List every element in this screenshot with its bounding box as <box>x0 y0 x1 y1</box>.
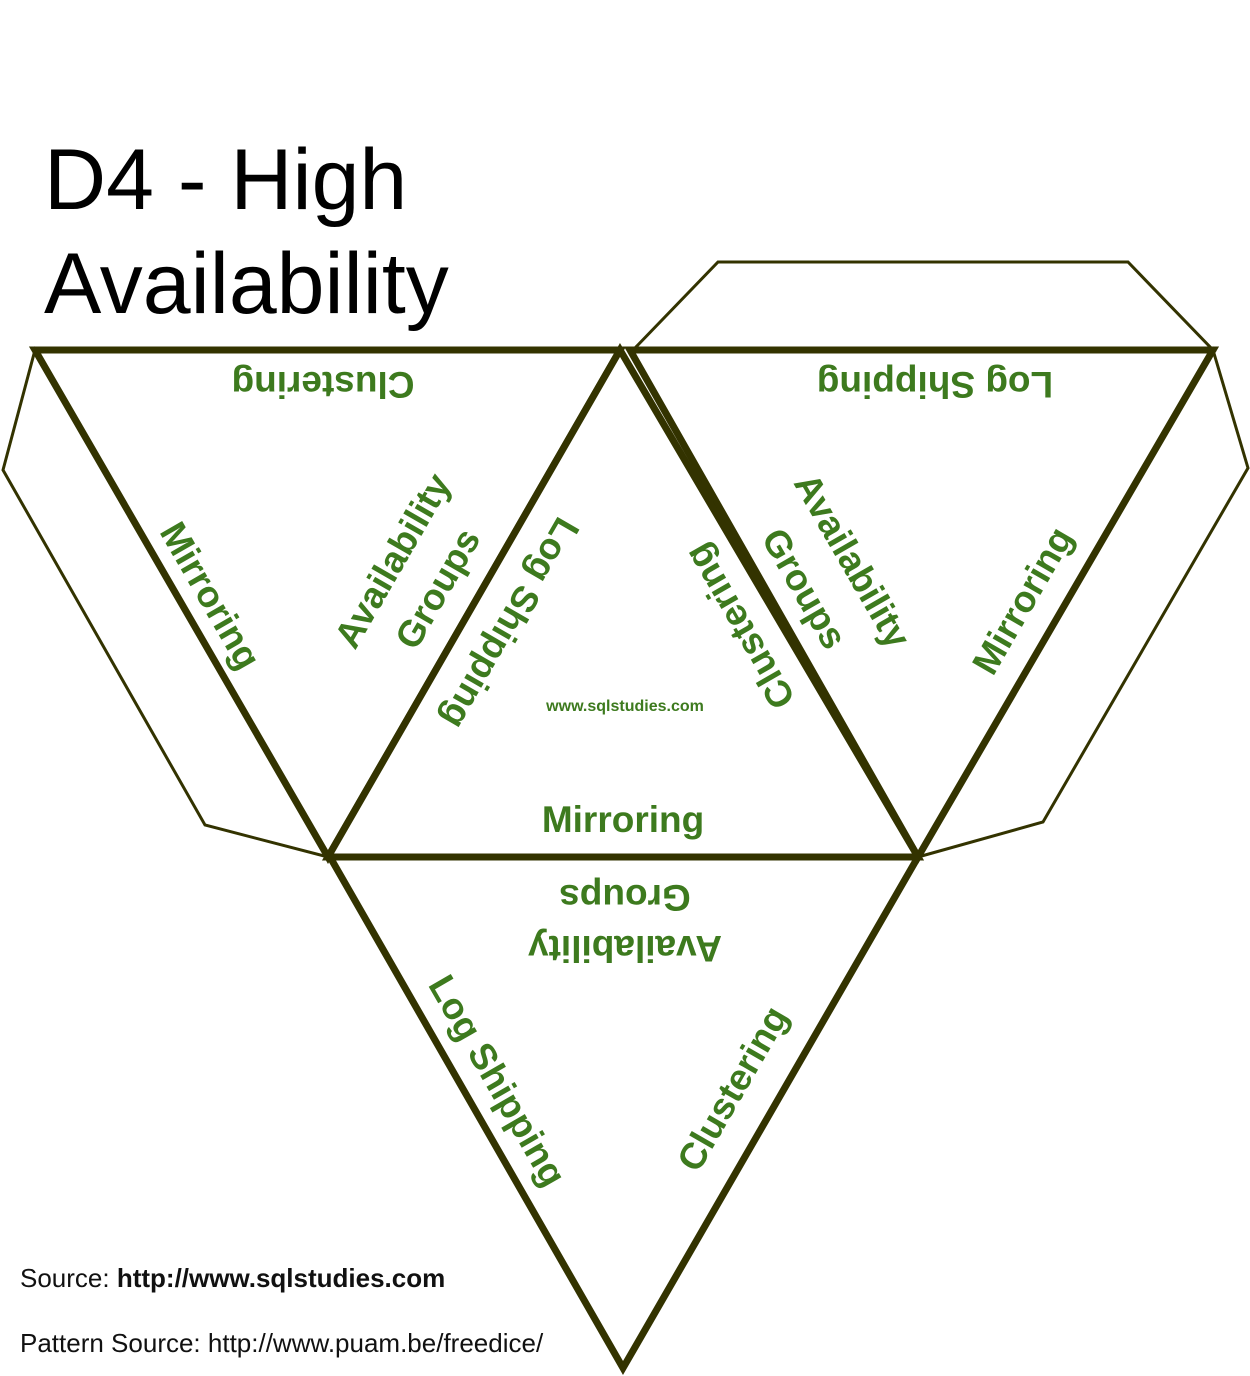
label-availability: Availability <box>528 928 722 969</box>
source-link[interactable]: http://www.sqlstudies.com <box>116 1263 446 1293</box>
label-clustering: Clustering <box>232 364 415 405</box>
face-center <box>321 343 925 861</box>
label-groups: Groups <box>559 877 691 918</box>
pattern-source-line: Pattern Source: http://www.puam.be/freed… <box>20 1328 543 1359</box>
face-top-right <box>623 346 1220 865</box>
source-line: Source: http://www.sqlstudies.com <box>20 1263 445 1294</box>
tab-top-right <box>631 260 1217 352</box>
source-label: Source: <box>20 1263 110 1293</box>
label-log-shipping: Log Shipping <box>817 364 1053 405</box>
pattern-source-link[interactable]: http://www.puam.be/freedice/ <box>207 1328 544 1358</box>
watermark-url: www.sqlstudies.com <box>545 698 704 715</box>
title-line-2: Availability <box>44 236 449 332</box>
pattern-source-label: Pattern Source: <box>20 1328 201 1358</box>
page-title: D4 - High Availability <box>44 128 449 336</box>
title-line-1: D4 - High <box>44 132 408 228</box>
label-mirroring: Mirroring <box>542 799 704 840</box>
